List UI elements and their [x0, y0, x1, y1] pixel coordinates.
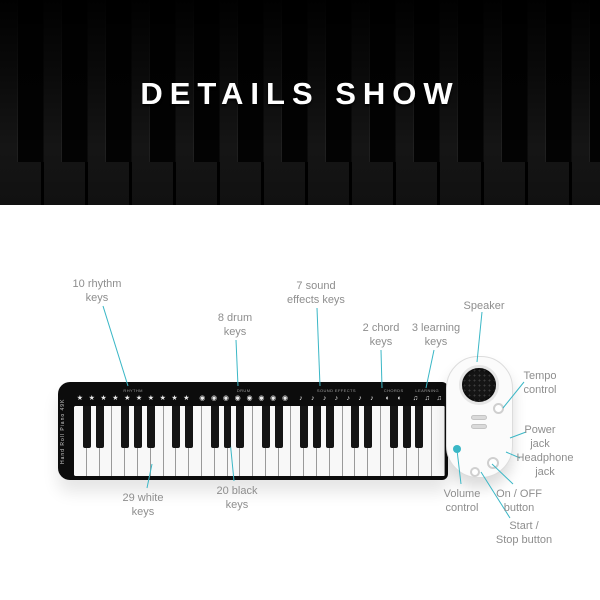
rhythm-key-icon: ★ [183, 394, 190, 402]
callout-speaker: Speaker [463, 300, 505, 312]
strip-group-label: LEARNING [415, 387, 440, 393]
drum-key-icon: ◉ [281, 394, 289, 402]
sound-effect-key-icon: ♪ [310, 394, 315, 402]
callout-rhythm-keys: 10 rhythm keys [72, 278, 122, 304]
black-key [133, 406, 142, 448]
leader-line [476, 311, 483, 363]
callout-black-keys: 20 black keys [216, 485, 258, 511]
strip-group-label: RHYTHM [123, 387, 143, 393]
strip-group-label: SOUND EFFECTS [316, 387, 356, 393]
learning-key-icon: ♫ [412, 394, 419, 402]
strip-group: CHORDS◐◐ [382, 384, 406, 406]
sound-effect-key-icon: ♪ [299, 394, 303, 402]
strip-group: LEARNING♫ ♫ ♫ [410, 384, 446, 406]
rhythm-key-icon: ★ [135, 394, 143, 402]
black-key [223, 406, 232, 448]
strip-icon-row: ★ ★ ★ ★ ★ ★ ★ ★ ★ ★ [74, 394, 192, 403]
white-key [432, 406, 445, 476]
black-key [95, 406, 104, 448]
learning-key-icon: ♫ [436, 394, 442, 402]
rhythm-key-icon: ★ [147, 394, 155, 402]
black-key [82, 406, 91, 448]
black-key [236, 406, 245, 448]
strip-icon-row: ♫ ♫ ♫ [410, 394, 446, 403]
rhythm-key-icon: ★ [159, 394, 166, 402]
callout-white-keys: 29 white keys [122, 492, 164, 518]
black-key [172, 406, 181, 448]
callout-on-off-button: On / OFF button [496, 488, 542, 514]
rhythm-key-icon: ★ [124, 394, 131, 402]
drum-key-icon: ◉ [270, 394, 277, 402]
rhythm-key-icon: ★ [76, 394, 84, 402]
tempo-control-knob [493, 403, 504, 414]
banner: DETAILS SHOW [0, 0, 600, 205]
rhythm-key-icon: ★ [88, 394, 95, 402]
leader-line [316, 307, 321, 387]
control-strip: RHYTHM★★★★★★★★★★DRUM◉◉◉◉◉◉◉◉SOUND EFFECT… [74, 384, 445, 406]
strip-group: SOUND EFFECTS♪♪♪♪♪♪♪ [295, 384, 378, 406]
black-key [415, 406, 424, 448]
strip-group-label: CHORDS [383, 387, 404, 393]
volume-control-knob [453, 445, 461, 453]
black-key [351, 406, 360, 448]
sound-effect-key-icon: ♪ [334, 394, 339, 402]
sound-effect-key-icon: ♪ [322, 394, 327, 402]
rhythm-key-icon: ★ [171, 394, 178, 402]
piano-keys [74, 406, 445, 476]
drum-key-icon: ◉ [222, 394, 229, 402]
strip-icon-row: ◉ ◉ ◉ ◉ ◉ ◉ ◉ ◉ [196, 394, 291, 403]
callout-sound-keys: 7 sound effects keys [287, 280, 345, 306]
panel-slider-2 [471, 424, 487, 429]
panel-slider-1 [471, 415, 487, 420]
black-key [261, 406, 270, 448]
black-key [146, 406, 155, 448]
on-off-button [487, 457, 499, 469]
black-key [210, 406, 219, 448]
strip-group: RHYTHM★★★★★★★★★★ [74, 384, 192, 406]
drum-key-icon: ◉ [246, 394, 253, 402]
drum-key-icon: ◉ [234, 394, 241, 402]
speaker [459, 365, 499, 405]
black-key [325, 406, 334, 448]
sound-effect-key-icon: ♪ [346, 394, 350, 402]
callout-start-stop: Start / Stop button [495, 520, 553, 546]
callout-power-jack: Power jack [524, 424, 556, 450]
rhythm-key-icon: ★ [112, 394, 119, 402]
black-key [185, 406, 194, 448]
callout-learning-keys: 3 learning keys [411, 322, 461, 348]
sound-effect-key-icon: ♪ [358, 394, 362, 402]
callout-headphone-jack: Headphone jack [516, 452, 574, 478]
drum-key-icon: ◉ [199, 394, 206, 402]
learning-key-icon: ♫ [424, 394, 430, 402]
banner-title: DETAILS SHOW [140, 76, 460, 111]
black-key [402, 406, 411, 448]
sound-effect-key-icon: ♪ [370, 394, 374, 402]
start-stop-button [470, 467, 480, 477]
strip-icon-row: ◐◐ [382, 394, 406, 403]
callout-tempo-control: Tempo control [523, 370, 557, 396]
drum-key-icon: ◉ [258, 394, 265, 402]
callout-volume-control: Volume control [443, 488, 481, 514]
leader-line [235, 339, 239, 387]
rollup-piano-body: Hand Roll Piano 49K RHYTHM★★★★★★★★★★DRUM… [58, 382, 448, 480]
chord-key-icon: ◐ [397, 394, 402, 402]
leader-line [102, 305, 129, 387]
black-key [364, 406, 373, 448]
strip-group: DRUM◉◉◉◉◉◉◉◉ [196, 384, 291, 406]
control-panel [446, 356, 513, 478]
drum-key-icon: ◉ [211, 394, 218, 402]
brand-text: Hand Roll Piano 49K [60, 398, 66, 464]
chord-key-icon: ◐ [385, 394, 390, 402]
strip-icon-row: ♪ ♪ ♪ ♪ ♪ ♪ ♪ [295, 394, 378, 403]
black-key [121, 406, 130, 448]
callout-drum-keys: 8 drum keys [217, 312, 253, 338]
banner-shade [0, 0, 600, 205]
black-key [313, 406, 322, 448]
strip-group-label: DRUM [236, 387, 251, 393]
callout-chord-keys: 2 chord keys [362, 322, 400, 348]
black-key [389, 406, 398, 448]
black-key [300, 406, 309, 448]
rhythm-key-icon: ★ [100, 394, 107, 402]
black-key [274, 406, 283, 448]
